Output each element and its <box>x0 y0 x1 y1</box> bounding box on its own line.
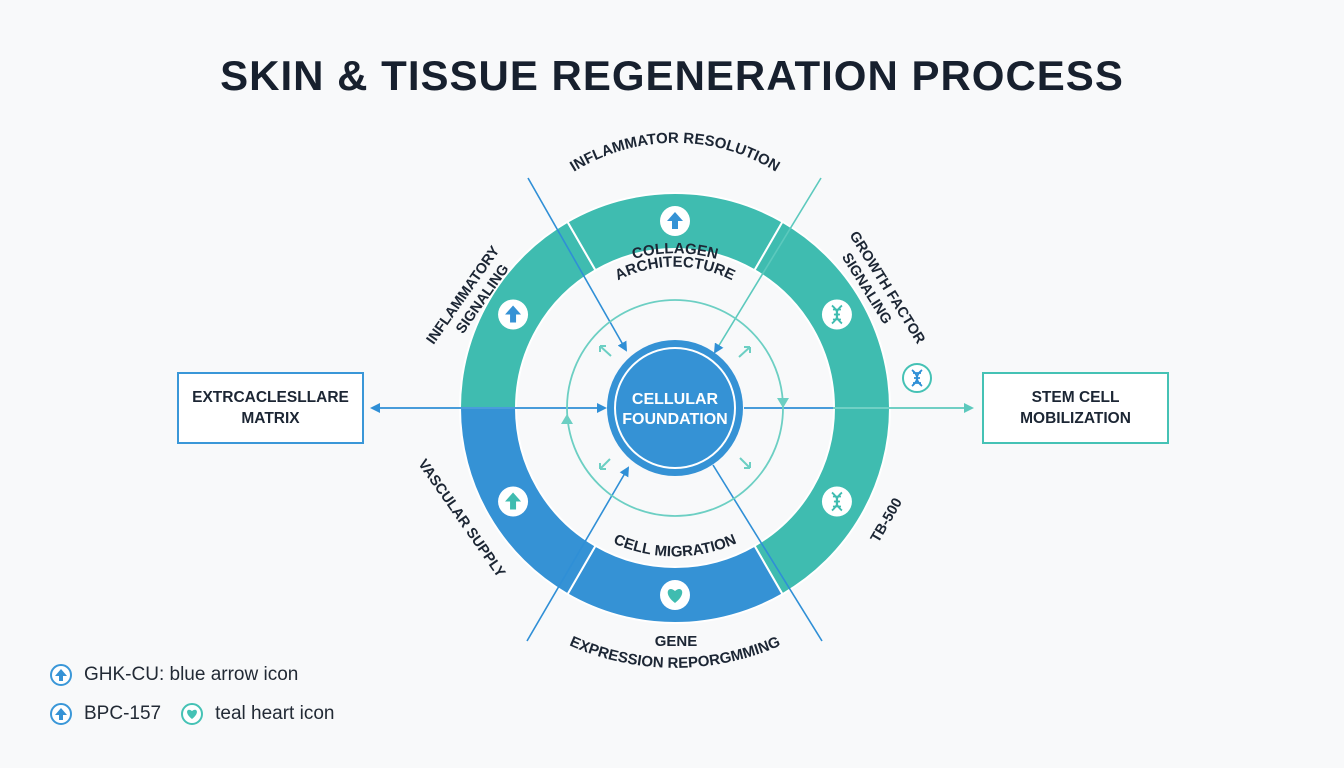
label-tb500: TB-500 <box>868 496 906 546</box>
extracellular-matrix-box: EXTRCACLESLLARE MATRIX <box>177 372 364 444</box>
arrow-up-icon <box>498 299 529 330</box>
center-label-line2: FOUNDATION <box>622 411 727 428</box>
radiate-arrow-nw <box>599 345 612 357</box>
heart-icon <box>660 580 690 610</box>
line-bottom-right <box>712 464 823 642</box>
legend-label-heart: teal heart icon <box>215 703 335 724</box>
page-title: SKIN & TISSUE REGENERATION PROCESS <box>220 52 1124 99</box>
center-node <box>607 340 743 476</box>
arrow-up-icon <box>50 703 72 725</box>
label-gene-line1: GENE <box>655 633 698 650</box>
dna-badge-icon <box>902 363 932 393</box>
label-collagen-line2: ARCHITECTURE <box>612 254 737 284</box>
label-inflammator-resolution: INFLAMMATOR RESOLUTION <box>567 130 783 176</box>
dna-icon <box>821 486 852 517</box>
dna-icon <box>821 299 852 330</box>
line-top-right <box>713 177 822 354</box>
arrow-up-icon <box>50 664 72 686</box>
arrow-up-icon <box>498 486 529 517</box>
stem-cell-mobilization-box: STEM CELL MOBILIZATION <box>982 372 1169 444</box>
center-node-inner-ring <box>614 347 736 469</box>
legend-label-ghk-cu: GHK-CU: blue arrow icon <box>84 664 299 685</box>
radiate-arrow-sw <box>599 458 611 470</box>
legend-row-bpc-157: BPC-157 teal heart icon <box>50 703 334 725</box>
line-bottom-left <box>526 466 630 642</box>
radiate-arrow-ne <box>738 346 751 358</box>
legend-label-bpc-157: BPC-157 <box>84 703 162 724</box>
cycle-arrows <box>561 398 789 424</box>
radiate-arrow-se <box>739 457 751 469</box>
cycle-arrowhead-left <box>561 414 573 424</box>
heart-icon <box>181 703 204 725</box>
legend-row-ghk-cu: GHK-CU: blue arrow icon <box>50 664 298 686</box>
radiating-arrows <box>599 345 751 470</box>
center-label-line1: CELLULAR <box>632 391 719 408</box>
arrow-up-icon <box>660 206 690 236</box>
label-cell-migration: CELL MIGRATION <box>611 531 738 560</box>
cycle-arrowhead-right <box>777 398 789 408</box>
